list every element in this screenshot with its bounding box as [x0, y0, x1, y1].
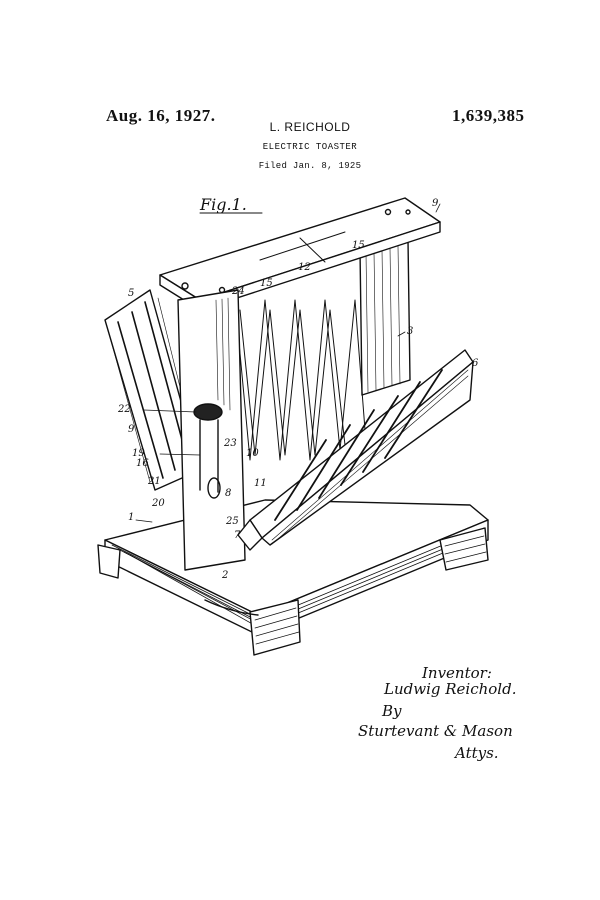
ref-15-left: 15 [260, 278, 273, 289]
patent-number: 1,639,385 [452, 106, 525, 125]
back-upright [359, 239, 411, 396]
inventor-signature: Ludwig Reichold. [384, 680, 517, 698]
right-flap [237, 349, 474, 551]
ref-2: 2 [221, 570, 228, 581]
ref-8: 8 [225, 488, 231, 499]
ref-7: 7 [234, 530, 241, 541]
inventor-label: Inventor: [422, 664, 492, 682]
ref-1: 1 [128, 512, 134, 523]
inventor-name-header: L. REICHOLD [269, 120, 351, 134]
patent-date: Aug. 16, 1927. [106, 106, 216, 125]
reference-numerals: 1 2 3 5 6 7 8 9 9 10 11 12 15 15 16 19 2… [117, 198, 479, 581]
ref-22: 22 [117, 404, 131, 415]
patent-title: ELECTRIC TOASTER [262, 142, 358, 152]
ref-16: 16 [136, 458, 149, 469]
ref-24: 24 [231, 286, 245, 297]
leader-lines [135, 203, 441, 523]
ref-15-right: 15 [352, 240, 365, 251]
heating-elements [234, 299, 366, 461]
ref-6: 6 [472, 358, 479, 369]
front-post [177, 289, 246, 571]
ref-3: 3 [407, 326, 413, 337]
ref-20: 20 [151, 498, 165, 509]
ref-12: 12 [298, 262, 311, 273]
ref-11: 11 [254, 478, 267, 489]
base-plate [97, 499, 489, 656]
figure-label: Fig.1. [199, 195, 247, 214]
ref-10: 10 [246, 448, 259, 459]
attorneys-abbr: Attys. [455, 744, 499, 762]
ref-23: 23 [223, 438, 237, 449]
filed-date: Filed Jan. 8, 1925 [258, 161, 362, 171]
by-label: By [382, 702, 402, 720]
ref-19: 19 [132, 448, 145, 459]
ref-9-left: 9 [128, 424, 135, 435]
ref-21: 21 [147, 476, 161, 487]
ref-5: 5 [128, 288, 134, 299]
ref-9-top: 9 [432, 198, 439, 209]
ref-25: 25 [225, 516, 239, 527]
attorneys-signature: Sturtevant & Mason [358, 722, 513, 740]
